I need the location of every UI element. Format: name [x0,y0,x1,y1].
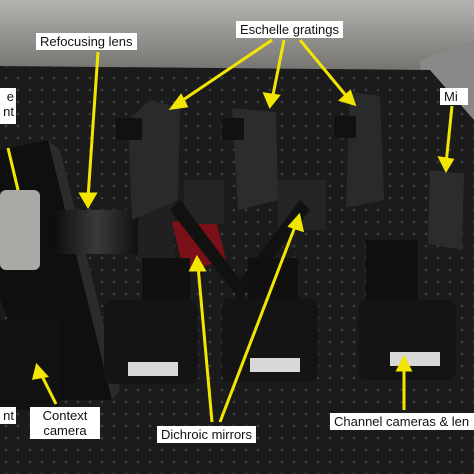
arrow-refocusing-head [78,192,98,209]
fold-mirror [428,170,464,250]
arrow-top-left [6,147,20,191]
arrow-dichroic-1-head [188,254,207,272]
label-mirrors: Mi [440,88,468,105]
grating-2-mount [222,118,244,140]
label-top-left-line-2: nt [3,104,14,119]
arrow-grating-2-head [262,92,281,109]
label-top-left-line-1: e [6,89,14,104]
arrow-channel-head [395,354,413,372]
refocusing-lens-ring [138,200,174,264]
arrow-dichroic-1 [196,265,214,423]
channel-camera-2 [222,258,318,382]
context-housing-edge [48,140,120,400]
arrow-grating-1-head [168,93,189,110]
v-mount-plate [170,200,310,300]
label-context-camera: Context camera [30,407,100,439]
eschelle-grating-3 [346,92,384,208]
arrow-dichroic-2-head [287,212,305,233]
arrow-refocusing-lens [86,51,100,199]
refocusing-lens-body [52,210,142,254]
arrow-grating-2 [270,39,286,101]
arrow-mirror [444,105,454,165]
label-refocusing-lens: Refocusing lens [36,33,137,50]
grating-1-mount [116,118,142,140]
label-channel-cameras: Channel cameras & len [330,413,474,430]
arrow-grating-3 [298,39,350,99]
arrow-dichroic-2 [218,223,298,423]
arrow-mirror-head [437,156,455,174]
label-dichroic-mirrors: Dichroic mirrors [157,426,256,443]
silver-lens-body [0,190,40,270]
arrow-grating-1 [179,38,273,104]
label-eschelle-gratings: Eschelle gratings [236,21,343,38]
arrow-context-head [31,362,49,380]
label-top-left: e nt [0,88,16,124]
arrow-grating-3-head [338,89,357,107]
channel-camera-1 [104,258,198,384]
grating-3-mount [334,116,356,138]
channel-camera-3 [358,240,456,380]
label-bottom-left: nt [0,407,16,424]
